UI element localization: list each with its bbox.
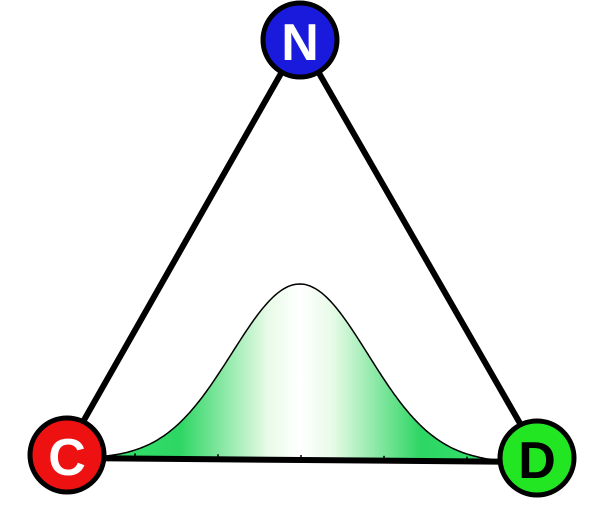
node-d-circle bbox=[497, 418, 577, 498]
node-n: N bbox=[260, 0, 340, 80]
node-n-circle bbox=[260, 0, 340, 80]
node-n-label: N bbox=[281, 14, 319, 72]
node-c: C bbox=[27, 415, 107, 495]
edge-n-d bbox=[297, 37, 540, 456]
edge-n-c bbox=[64, 37, 303, 453]
edge-c-d bbox=[64, 455, 540, 465]
node-c-label: C bbox=[48, 429, 86, 487]
node-c-circle bbox=[27, 415, 107, 495]
node-d: D bbox=[497, 418, 577, 498]
distribution-curve bbox=[99, 283, 501, 464]
node-d-label: D bbox=[518, 432, 556, 490]
